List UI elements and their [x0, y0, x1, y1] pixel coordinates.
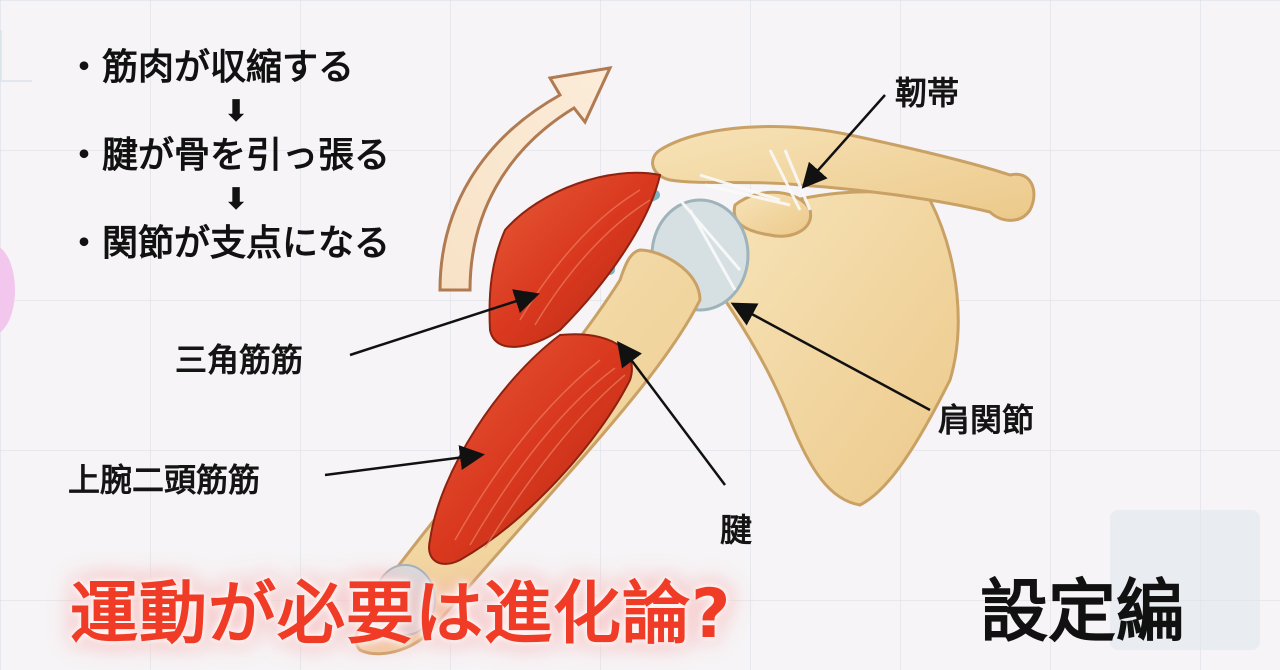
label-tendon: 腱: [720, 511, 753, 549]
label-deltoid: 三角筋筋: [175, 341, 304, 379]
label-ligament: 靭帯: [895, 74, 960, 112]
pointer-deltoid: [349, 289, 540, 357]
biceps-muscle: [428, 333, 633, 565]
decorative-corner-panel: [1110, 510, 1260, 650]
main-title: 運動が必要は進化論?: [70, 575, 732, 654]
decorative-blob: [0, 245, 15, 335]
clavicle: [651, 125, 1036, 222]
label-biceps: 上腕二頭筋筋: [68, 461, 261, 499]
scapula: [721, 190, 960, 507]
pointer-biceps: [324, 445, 485, 477]
pointer-shoulder-joint: [730, 302, 931, 412]
step-tendon-pulls-bone: ・腱が骨を引っ張る: [66, 135, 391, 176]
step-muscle-contracts: ・筋肉が収縮する: [66, 47, 355, 88]
down-arrow-icon: ⬇: [223, 182, 249, 217]
elbow-joint: [374, 564, 436, 636]
subtitle: 設定編: [980, 573, 1185, 652]
muscle-striations: [454, 189, 651, 549]
acromion: [732, 190, 813, 238]
process-steps: ・筋肉が収縮する ⬇ ・腱が骨を引っ張る ⬇ ・関節が支点になる: [66, 46, 466, 266]
down-arrow-icon: ⬇: [223, 94, 249, 129]
motion-arrow: [438, 66, 613, 292]
label-shoulder-joint: 肩関節: [938, 401, 1035, 439]
decorative-chart-icon: [0, 30, 32, 82]
pointer-tendon: [617, 341, 726, 486]
ligament-fibers: [678, 149, 812, 291]
pointer-ligament: [801, 94, 886, 189]
step-joint-fulcrum: ・関節が支点になる: [66, 223, 391, 264]
